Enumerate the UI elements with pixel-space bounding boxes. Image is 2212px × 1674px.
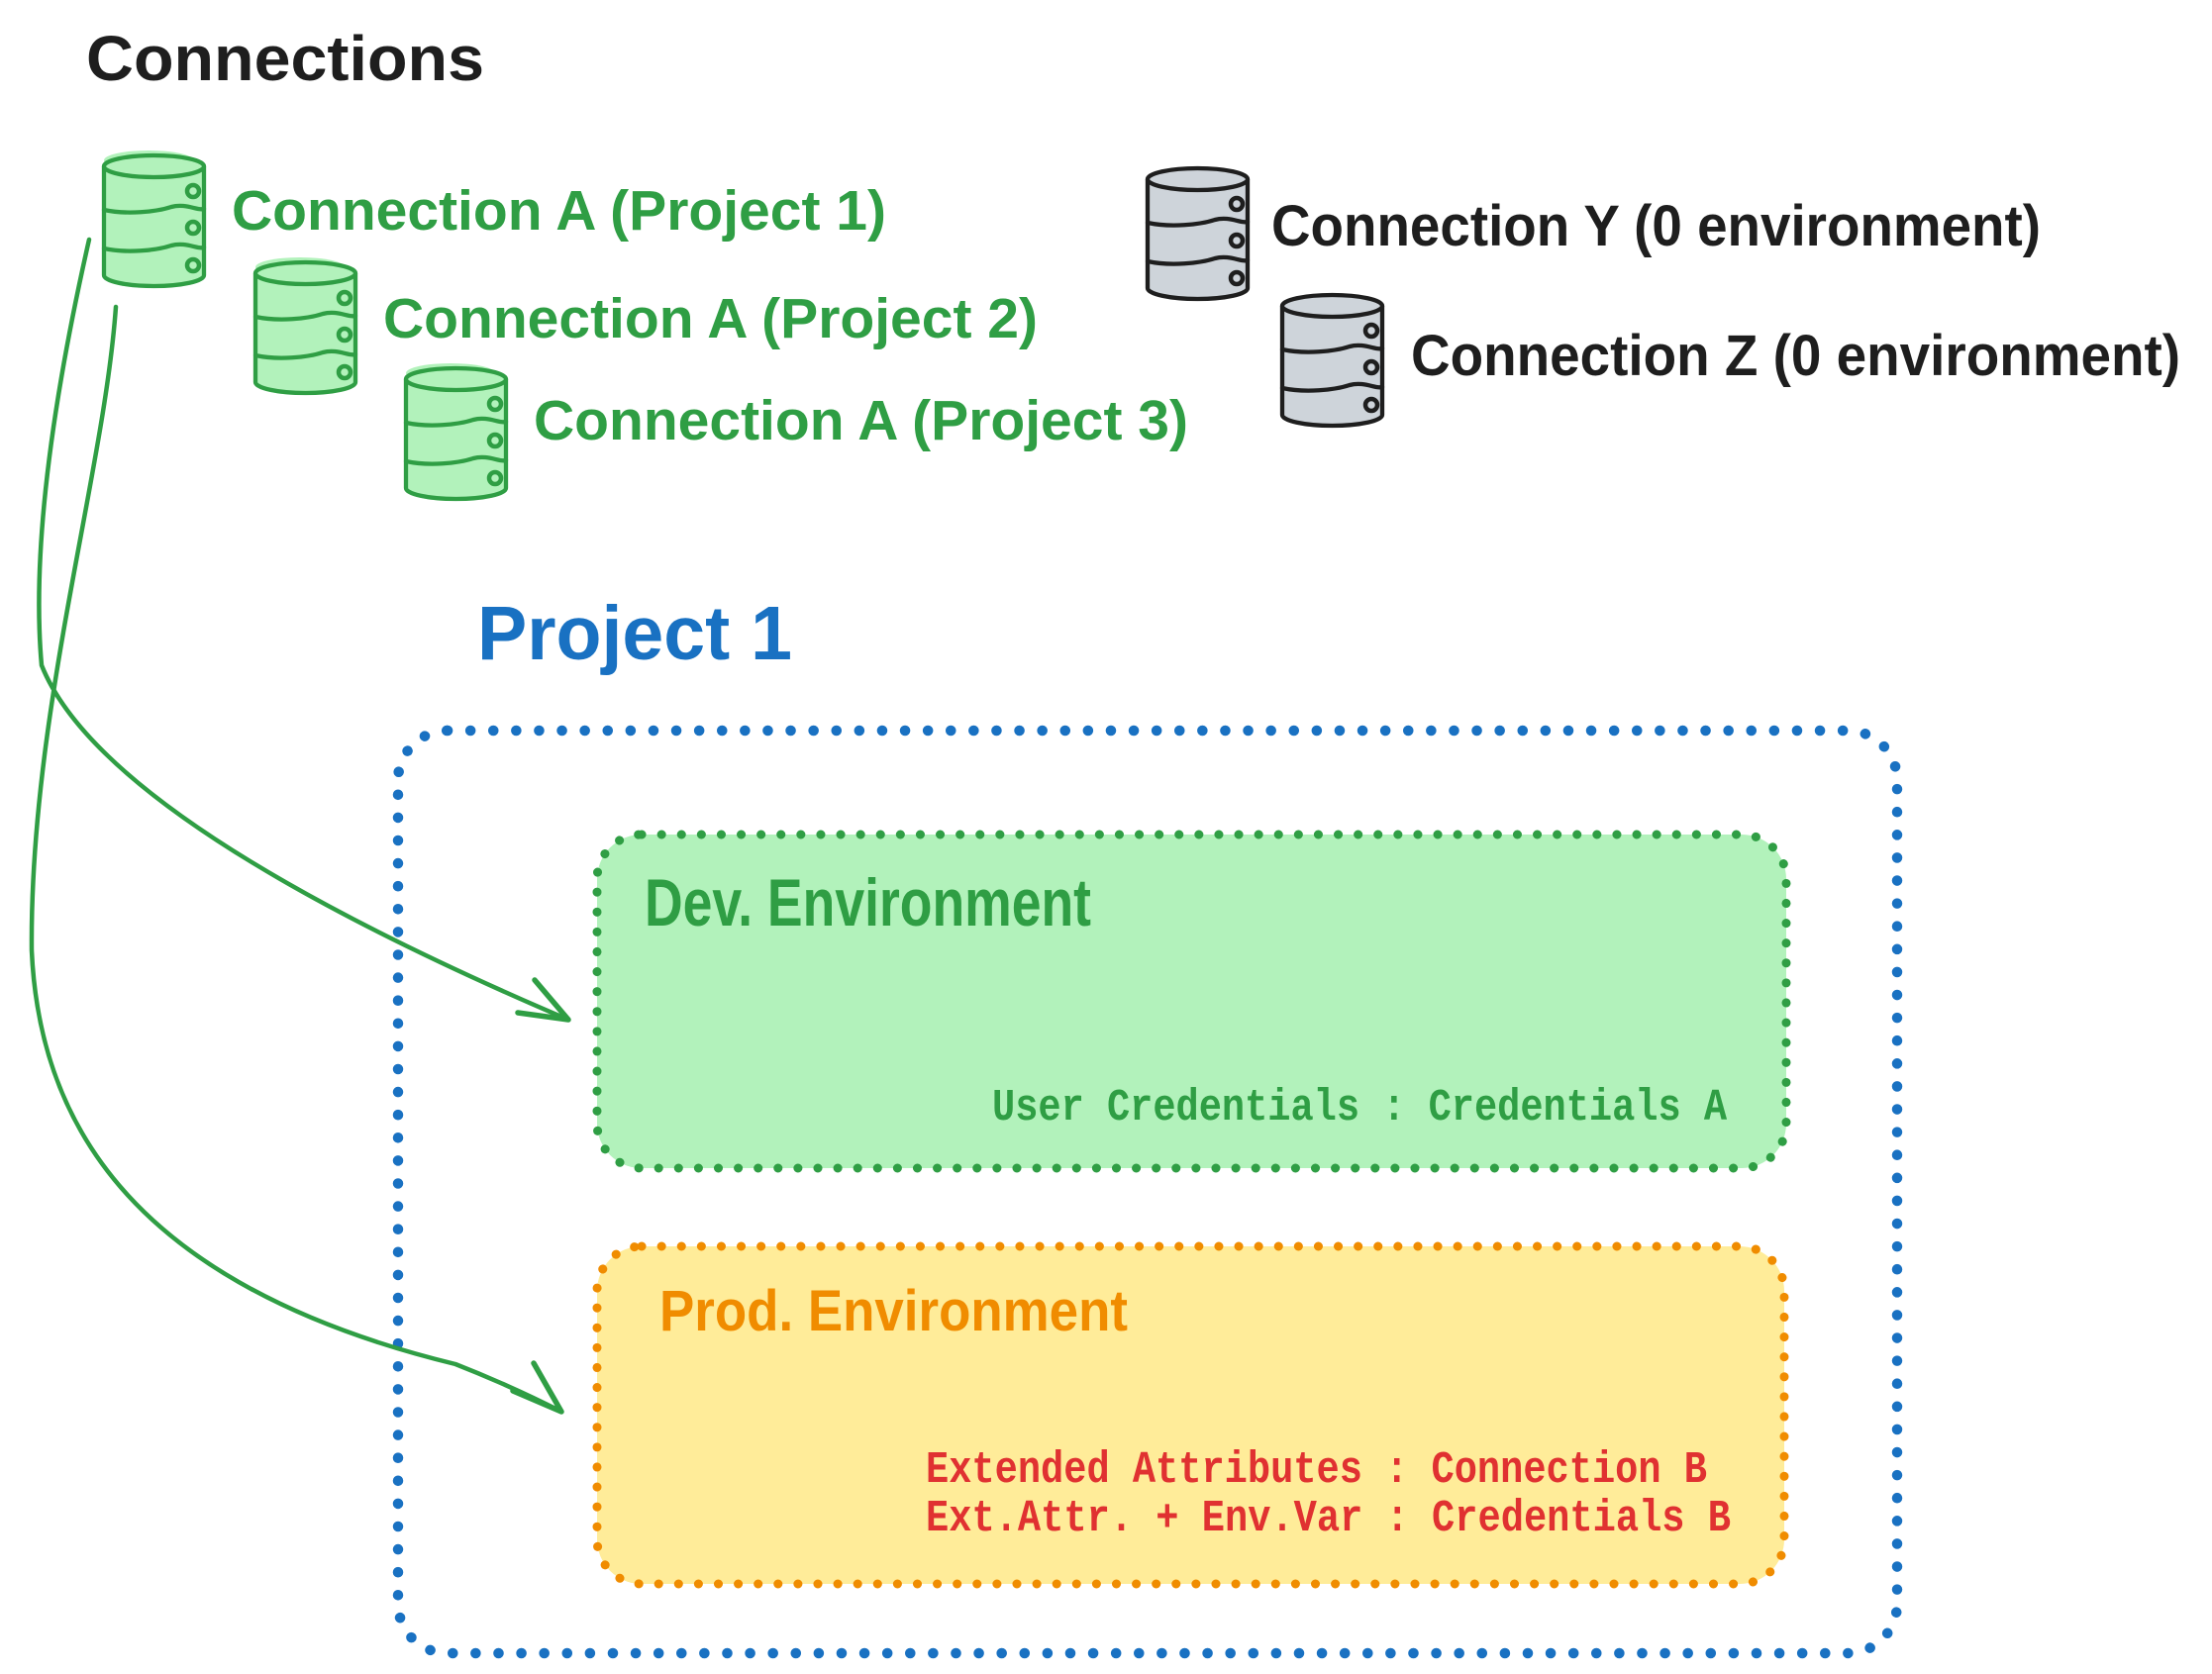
svg-text:User Credentials : Credentials: User Credentials : Credentials A bbox=[992, 1083, 1727, 1133]
svg-text:Project 1: Project 1 bbox=[477, 591, 792, 676]
svg-text:Prod. Environment: Prod. Environment bbox=[659, 1279, 1128, 1343]
svg-text:Connection Y (0 environment): Connection Y (0 environment) bbox=[1271, 194, 2041, 258]
svg-text:Connections: Connections bbox=[86, 23, 484, 94]
svg-text:Extended Attributes : Connecti: Extended Attributes : Connection B bbox=[926, 1445, 1707, 1496]
svg-text:Ext.Attr. + Env.Var : Credenti: Ext.Attr. + Env.Var : Credentials B bbox=[926, 1494, 1731, 1544]
svg-text:Connection A (Project 1): Connection A (Project 1) bbox=[232, 179, 886, 243]
svg-text:Connection Z (0 environment): Connection Z (0 environment) bbox=[1411, 324, 2180, 388]
svg-text:Connection A (Project 3): Connection A (Project 3) bbox=[534, 389, 1188, 452]
svg-text:Connection A (Project 2): Connection A (Project 2) bbox=[383, 287, 1038, 350]
svg-text:Dev. Environment: Dev. Environment bbox=[645, 865, 1091, 940]
